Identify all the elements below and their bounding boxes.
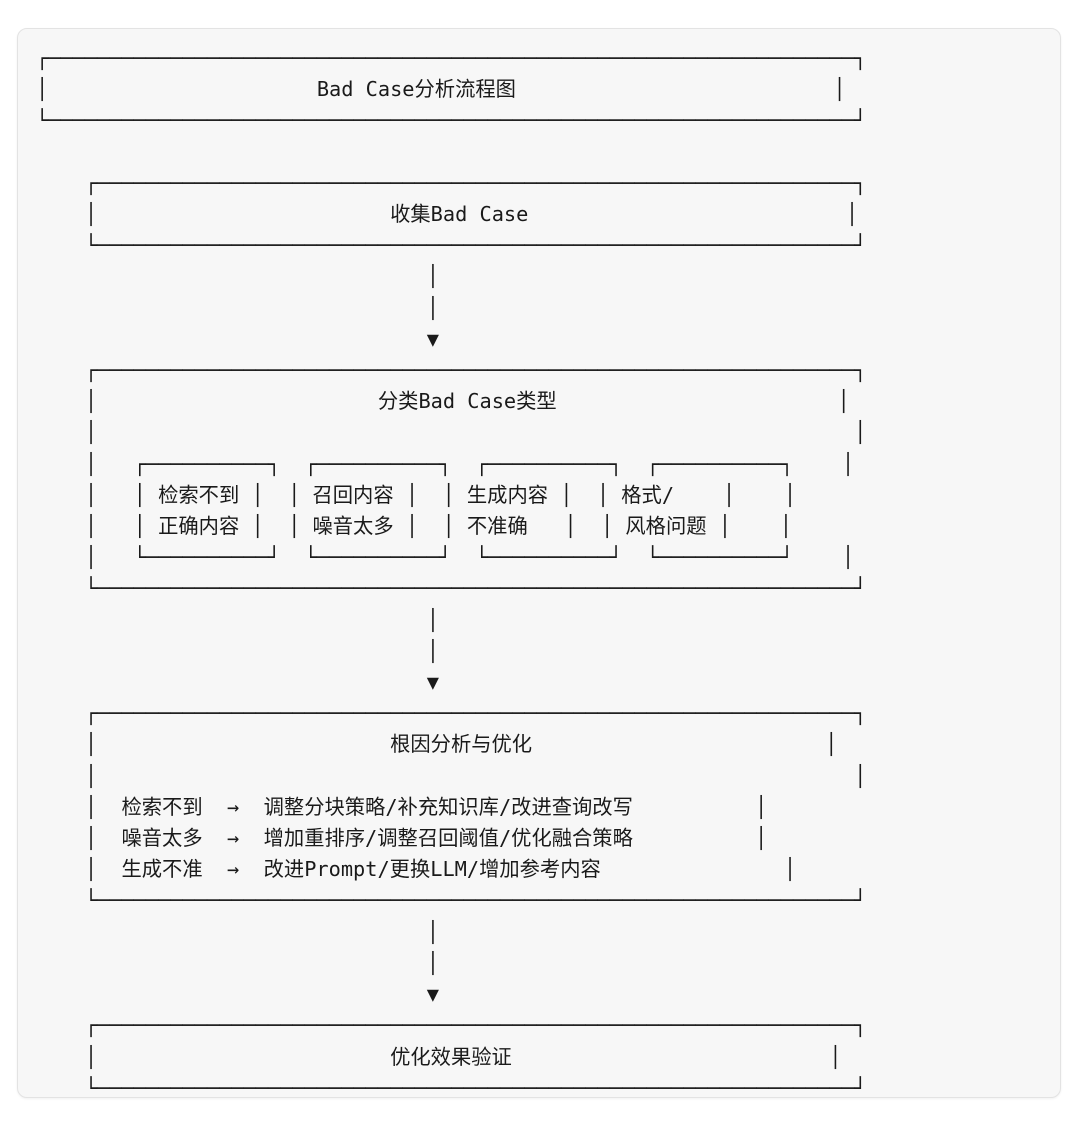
collect-bad-case-box: ┌───────────────────────────────────────… [84,170,867,351]
title-box: ┌───────────────────────────────────────… [36,46,867,133]
diagram-panel: ┌───────────────────────────────────────… [17,28,1061,1098]
spacer-after-title [36,137,866,168]
verify-optimization-box: ┌───────────────────────────────────────… [84,1013,867,1098]
classify-bad-case-box: ┌───────────────────────────────────────… [84,358,867,695]
root-cause-analysis-box: ┌───────────────────────────────────────… [84,701,867,1007]
ascii-flowchart: ┌───────────────────────────────────────… [18,29,867,1098]
